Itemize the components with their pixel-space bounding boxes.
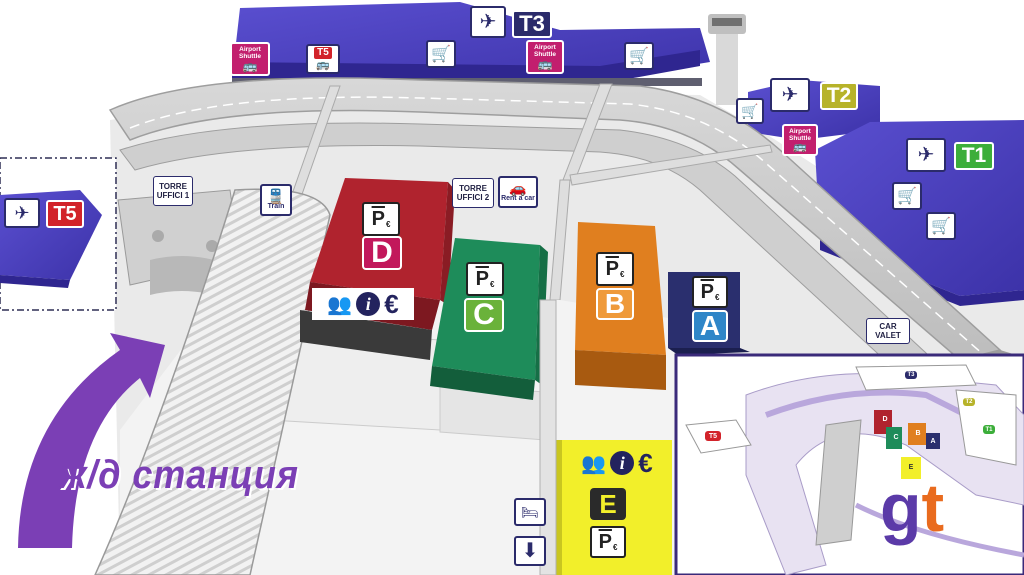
bus-icon: 🚌 bbox=[793, 140, 807, 153]
parking-c-p-sign: P€ bbox=[466, 262, 504, 296]
luggage-cart-icon: 🛒 bbox=[741, 102, 759, 119]
services-sign-e: 👥 i € bbox=[562, 446, 672, 480]
minimap bbox=[685, 364, 1024, 575]
luggage-sign-2: 🛒 bbox=[624, 42, 654, 70]
hotel-sign: 🛏 bbox=[514, 498, 546, 526]
plane-icon: ✈ bbox=[479, 11, 497, 33]
luggage-sign-4: 🛒 bbox=[892, 182, 922, 210]
torre-uffici-2-label: TORRE UFFICI 2 bbox=[452, 178, 494, 208]
torre-uffici-1-label: TORRE UFFICI 1 bbox=[153, 176, 193, 206]
parking-e-letter: E bbox=[590, 488, 626, 520]
person-icon: 👥 bbox=[327, 293, 353, 316]
minimap-t5-label: T5 bbox=[705, 431, 721, 441]
plane-icon: ✈ bbox=[781, 84, 799, 106]
info-icon: i bbox=[610, 451, 635, 475]
minimap-lot-b bbox=[908, 423, 926, 445]
luggage-cart-icon: 🛒 bbox=[931, 218, 951, 235]
train-sign: 🚆 Train bbox=[260, 184, 292, 216]
info-icon: i bbox=[356, 292, 381, 316]
t3-badge: T3 bbox=[512, 10, 552, 38]
parking-e-p-sign: P€ bbox=[590, 526, 626, 558]
parking-b-p-sign: P€ bbox=[596, 252, 634, 286]
t1-badge: T1 bbox=[954, 142, 994, 170]
t2-plane-sign: ✈ bbox=[770, 78, 810, 112]
car-icon: 🚗 bbox=[509, 180, 527, 196]
minimap-lot-c bbox=[886, 427, 902, 449]
plane-icon: ✈ bbox=[917, 144, 935, 166]
services-sign-d: 👥 i € bbox=[312, 288, 414, 320]
person-icon: 👥 bbox=[581, 452, 607, 475]
train-icon: 🚆 bbox=[267, 188, 285, 204]
minimap-lot-e bbox=[901, 457, 921, 479]
t5-plane-sign: ✈ bbox=[4, 198, 40, 228]
luggage-sign-5: 🛒 bbox=[926, 212, 956, 240]
minimap-lot-b-label: B bbox=[915, 429, 921, 437]
t1-plane-sign: ✈ bbox=[906, 138, 946, 172]
t2-badge: T2 bbox=[820, 82, 858, 110]
bed-icon: 🛏 bbox=[521, 503, 539, 520]
minimap-lot-c-label: C bbox=[893, 433, 899, 441]
rent-a-car-sign: 🚗 Rent a car bbox=[498, 176, 538, 208]
airport-shuttle-sign-2: Airport Shuttle 🚌 bbox=[526, 40, 564, 74]
bus-icon: 🚌 bbox=[537, 57, 553, 71]
parking-a-letter: A bbox=[692, 310, 728, 342]
minimap-lot-e-label: E bbox=[908, 463, 914, 471]
gt-logo: g t bbox=[880, 470, 945, 546]
plane-icon: ✈ bbox=[14, 203, 30, 223]
t5-badge: T5 bbox=[46, 200, 84, 228]
airport-shuttle-sign-3: Airport Shuttle 🚌 bbox=[782, 124, 818, 156]
minimap-t1-label: T1 bbox=[983, 425, 995, 434]
luggage-cart-icon: 🛒 bbox=[629, 48, 649, 65]
station-arrow-icon bbox=[18, 333, 165, 548]
parking-d-p-sign: P€ bbox=[362, 202, 400, 236]
car-valet-label: CAR VALET bbox=[866, 318, 910, 344]
t5-shuttle-sign: T5 🚌 bbox=[306, 44, 340, 74]
bus-icon: 🚌 bbox=[316, 59, 330, 71]
euro-icon: € bbox=[384, 288, 399, 319]
luggage-sign-1: 🛒 bbox=[426, 40, 456, 68]
minimap-lot-a bbox=[926, 433, 940, 449]
luggage-sign-3: 🛒 bbox=[736, 98, 764, 124]
airport-shuttle-sign-1: Airport Shuttle 🚌 bbox=[230, 42, 270, 76]
control-tower bbox=[716, 30, 738, 105]
luggage-cart-icon: 🛒 bbox=[897, 188, 917, 205]
parking-d-letter: D bbox=[362, 236, 402, 270]
down-arrow-sign: ⬇ bbox=[514, 536, 546, 566]
parking-a-p-sign: P€ bbox=[692, 276, 728, 308]
luggage-cart-icon: 🛒 bbox=[431, 46, 451, 63]
parking-b-letter: B bbox=[596, 288, 634, 320]
arrow-down-icon: ⬇ bbox=[521, 540, 539, 562]
parking-c-letter: C bbox=[464, 298, 504, 332]
minimap-t2-label: T2 bbox=[963, 398, 975, 406]
bus-icon: 🚌 bbox=[242, 59, 258, 73]
t3-plane-sign: ✈ bbox=[470, 6, 506, 38]
minimap-lot-d-label: D bbox=[882, 415, 888, 423]
minimap-lot-a-label: A bbox=[930, 437, 936, 445]
minimap-t3-label: T3 bbox=[905, 371, 917, 379]
railway-station-label: ж/д станция bbox=[60, 453, 299, 497]
train-tunnel bbox=[94, 188, 331, 575]
euro-icon: € bbox=[638, 447, 653, 478]
